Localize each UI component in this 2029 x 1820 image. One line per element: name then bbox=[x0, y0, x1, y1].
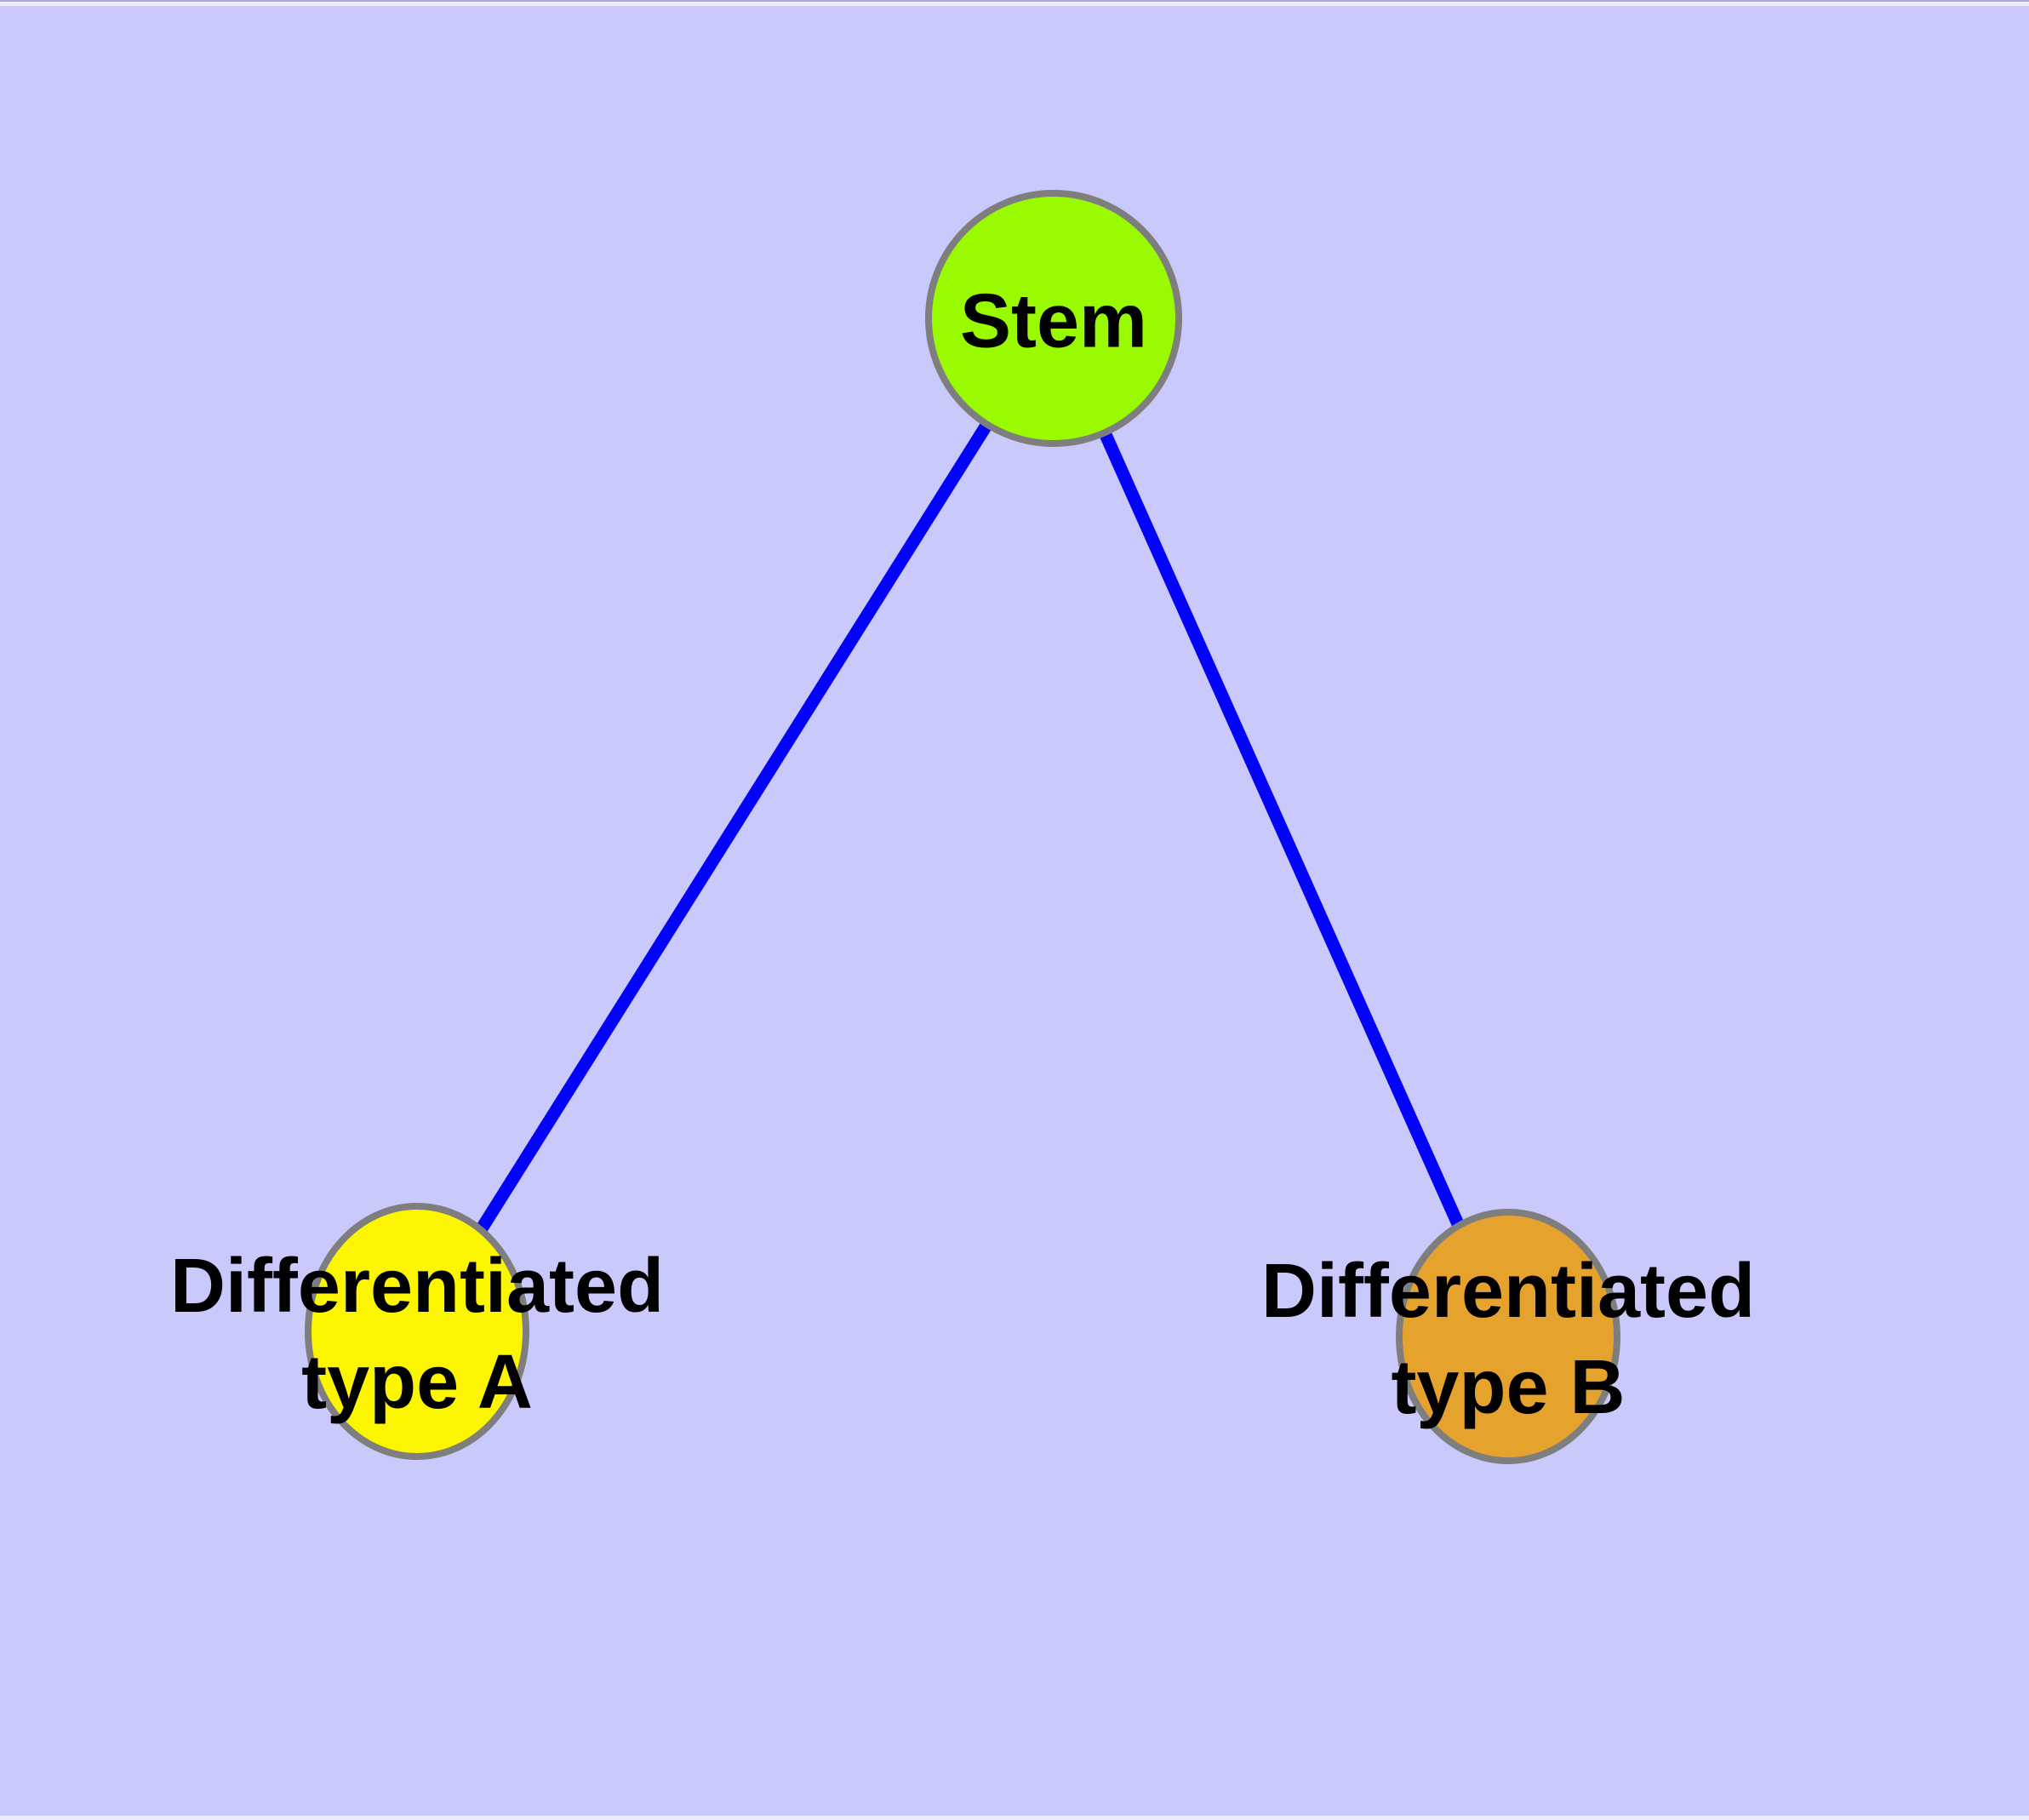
edge-stem-diff-a bbox=[411, 315, 1060, 1335]
node-diff-a[interactable] bbox=[305, 1203, 529, 1460]
canvas-bottom-margin-strip bbox=[0, 1816, 2029, 1820]
node-diff-b[interactable] bbox=[1396, 1209, 1620, 1464]
canvas-top-margin-strip bbox=[0, 2, 2029, 6]
canvas-top-edge-line bbox=[0, 0, 2029, 2]
node-stem[interactable] bbox=[925, 190, 1182, 447]
edge-stem-diff-b bbox=[1048, 315, 1514, 1340]
